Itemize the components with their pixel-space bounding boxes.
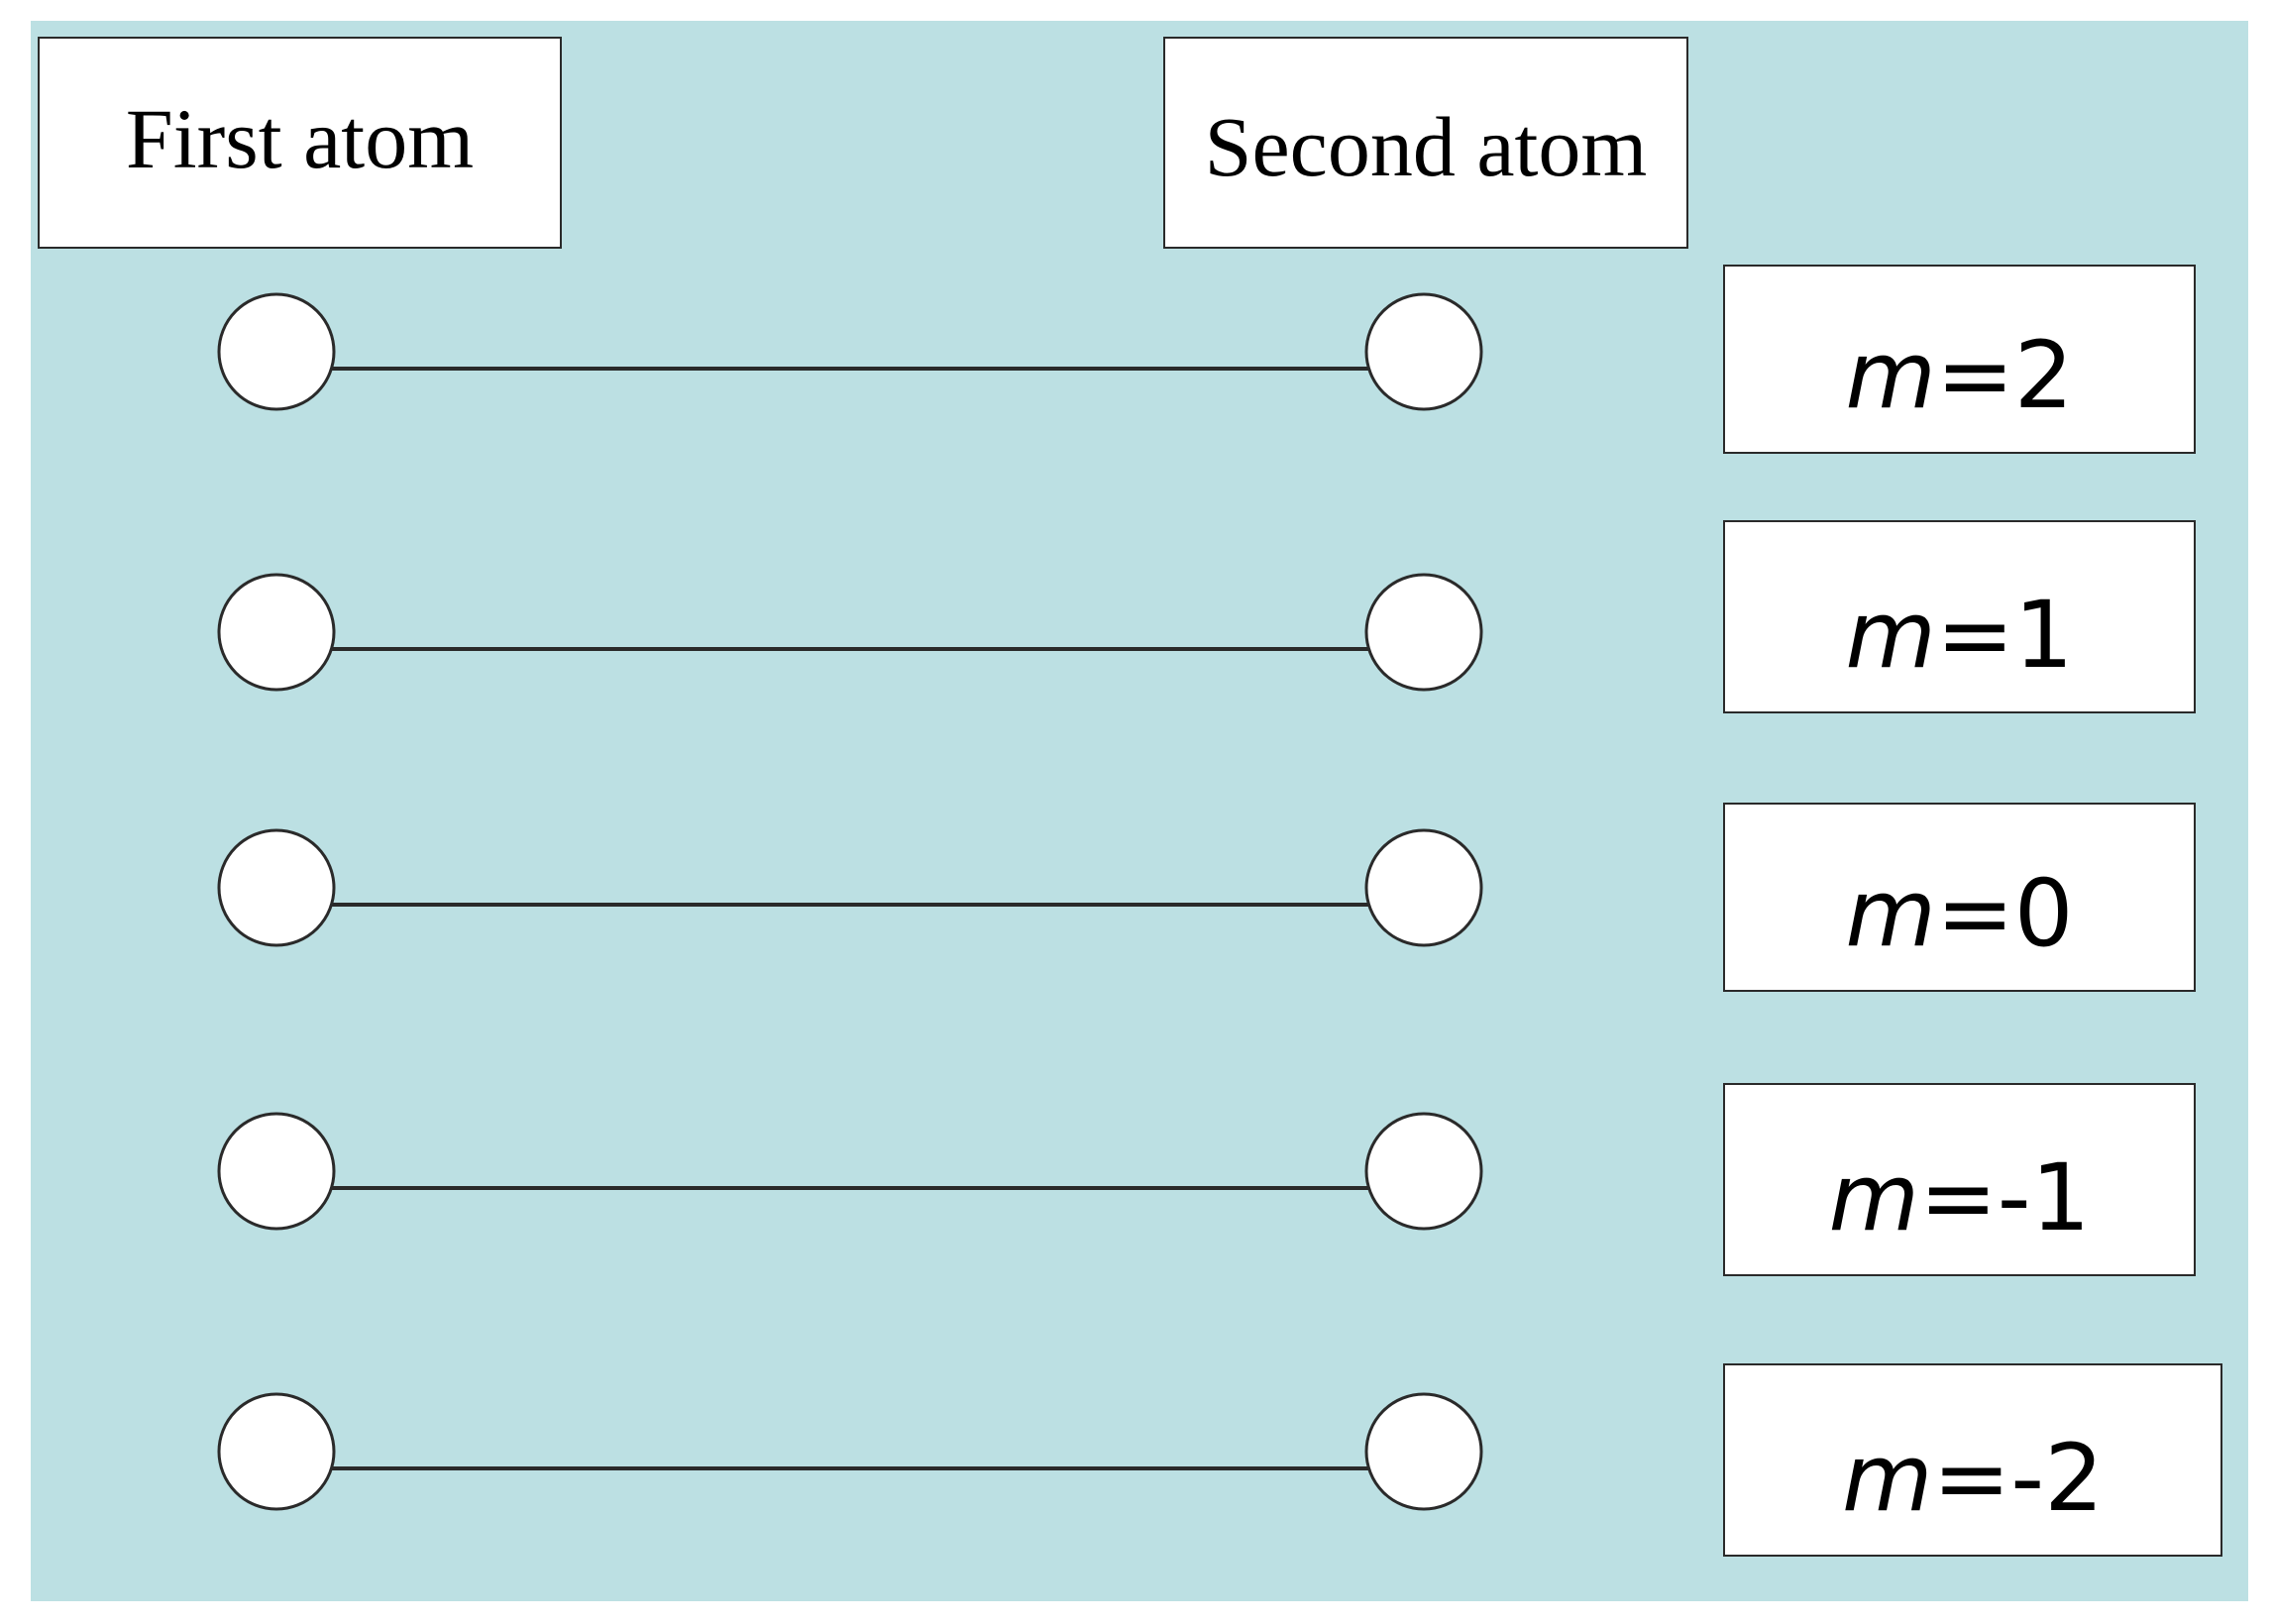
m-value: =-2 <box>1932 1425 2105 1533</box>
second-atom-label-text: Second atom <box>1204 99 1648 194</box>
m-variable: m <box>1845 860 1936 968</box>
m-value: =-1 <box>1919 1144 2091 1252</box>
m-variable: m <box>1828 1144 1920 1252</box>
m-label-0: m=0 <box>1723 803 2196 992</box>
first-atom-circle-4 <box>217 1112 336 1231</box>
m-label-minus-2: m=-2 <box>1723 1363 2222 1557</box>
second-atom-label: Second atom <box>1163 37 1688 249</box>
m-variable: m <box>1845 582 1936 690</box>
m-label-2: m=2 <box>1723 265 2196 454</box>
second-atom-circle-4 <box>1364 1112 1483 1231</box>
second-atom-circle-2 <box>1364 573 1483 692</box>
m-variable: m <box>1841 1425 1933 1533</box>
first-atom-circle-1 <box>217 292 336 411</box>
m-value: =2 <box>1936 322 2074 430</box>
first-atom-circle-3 <box>217 828 336 947</box>
first-atom-circle-5 <box>217 1392 336 1511</box>
second-atom-circle-1 <box>1364 292 1483 411</box>
first-atom-circle-2 <box>217 573 336 692</box>
first-atom-label: First atom <box>38 37 562 249</box>
m-value: =1 <box>1936 582 2074 690</box>
m-label-minus-1: m=-1 <box>1723 1083 2196 1276</box>
first-atom-label-text: First atom <box>125 91 475 186</box>
m-variable: m <box>1845 322 1936 430</box>
second-atom-circle-5 <box>1364 1392 1483 1511</box>
m-label-1: m=1 <box>1723 520 2196 713</box>
m-value: =0 <box>1936 860 2074 968</box>
second-atom-circle-3 <box>1364 828 1483 947</box>
